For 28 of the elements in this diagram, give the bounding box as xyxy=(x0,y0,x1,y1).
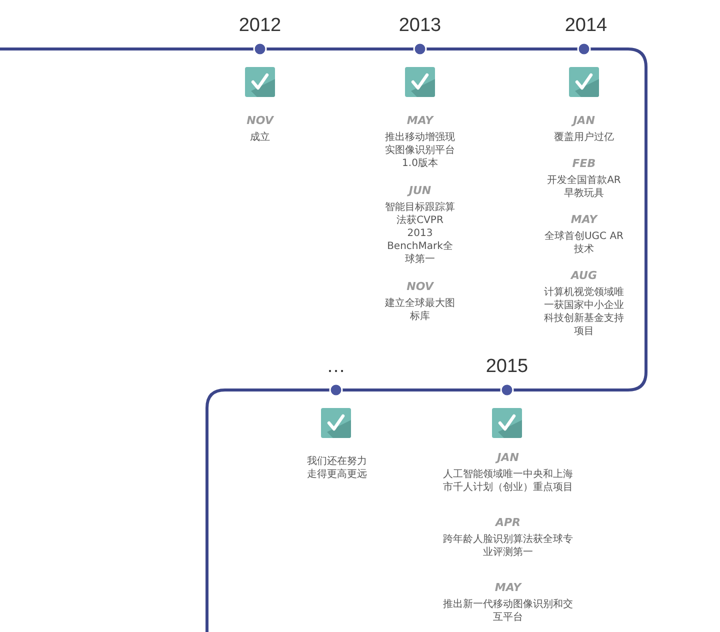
event-text: 我们还在努力走得更高更远 xyxy=(306,455,368,481)
event-text: 推出新一代移动图像识别和交互平台 xyxy=(442,598,574,624)
event-text: 建立全球最大图标库 xyxy=(384,297,456,323)
month-label: MAY xyxy=(406,114,434,128)
month-label: APR xyxy=(495,516,521,530)
month-label: AUG xyxy=(571,269,597,283)
event-text: 跨年龄人脸识别算法获全球专业评测第一 xyxy=(442,533,574,559)
year-label: 2013 xyxy=(398,15,442,37)
event-text: 成立 xyxy=(250,131,270,144)
event-text: 计算机视觉领域唯一获国家中小企业科技创新基金支持项目 xyxy=(544,286,624,338)
month-label: NOV xyxy=(246,114,274,128)
month-label: JAN xyxy=(497,451,519,465)
year-label: … xyxy=(326,356,346,378)
event-text: 覆盖用户过亿 xyxy=(554,131,614,144)
event-text: 全球首创UGC AR技术 xyxy=(544,230,624,256)
year-label: 2015 xyxy=(486,356,528,378)
event-text: 智能目标跟踪算法获CVPR 2013 BenchMark全球第一 xyxy=(384,201,456,266)
event-text: 开发全国首款AR早教玩具 xyxy=(546,174,622,200)
month-label: JUN xyxy=(408,184,432,198)
month-label: MAY xyxy=(570,213,598,227)
year-label: 2012 xyxy=(238,15,282,37)
event-text: 人工智能领域唯一中央和上海市千人计划（创业）重点项目 xyxy=(442,468,574,494)
month-label: JAN xyxy=(573,114,595,128)
event-text: 推出移动增强现实图像识别平台1.0版本 xyxy=(384,131,456,170)
year-label: 2014 xyxy=(564,15,608,37)
month-label: FEB xyxy=(572,157,596,171)
month-label: NOV xyxy=(406,280,434,294)
month-label: MAY xyxy=(494,581,522,595)
